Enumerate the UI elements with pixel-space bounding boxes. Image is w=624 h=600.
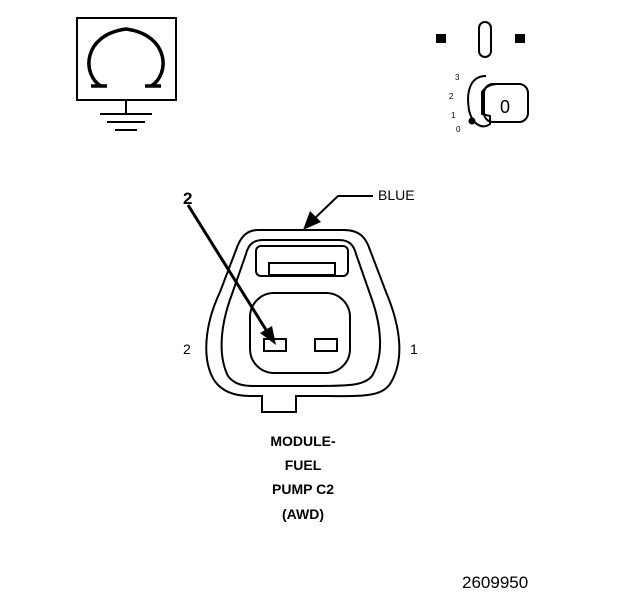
ignition-position-2: 2 xyxy=(449,92,454,101)
connector-color-label: BLUE xyxy=(378,187,415,203)
ignition-position-1: 1 xyxy=(451,111,456,120)
connector-title-line-3: PUMP C2 xyxy=(272,481,334,497)
color-leader-arrow xyxy=(303,195,373,230)
terminal-pin-2 xyxy=(263,338,287,352)
connector-title-line-2: FUEL xyxy=(285,457,322,473)
connector-title-line-1: MODULE- xyxy=(270,433,336,449)
ignition-switch-icon: 3 2 1 0 0 xyxy=(436,21,529,134)
pin-callout-number: 2 xyxy=(183,189,192,208)
ignition-position-3: 3 xyxy=(455,73,460,82)
ohmmeter-icon xyxy=(76,17,177,131)
connector-title-line-4: (AWD) xyxy=(282,506,324,522)
ignition-key-icon xyxy=(467,75,529,128)
pin-label-left: 2 xyxy=(183,341,191,357)
ignition-key-label: 0 xyxy=(500,97,510,117)
ignition-position-0: 0 xyxy=(456,125,461,134)
terminal-pin-1 xyxy=(314,338,338,352)
pin-label-right: 1 xyxy=(410,341,418,357)
connector-housing xyxy=(205,229,401,413)
pin-callout-arrow xyxy=(186,204,276,345)
figure-number: 2609950 xyxy=(462,573,528,592)
